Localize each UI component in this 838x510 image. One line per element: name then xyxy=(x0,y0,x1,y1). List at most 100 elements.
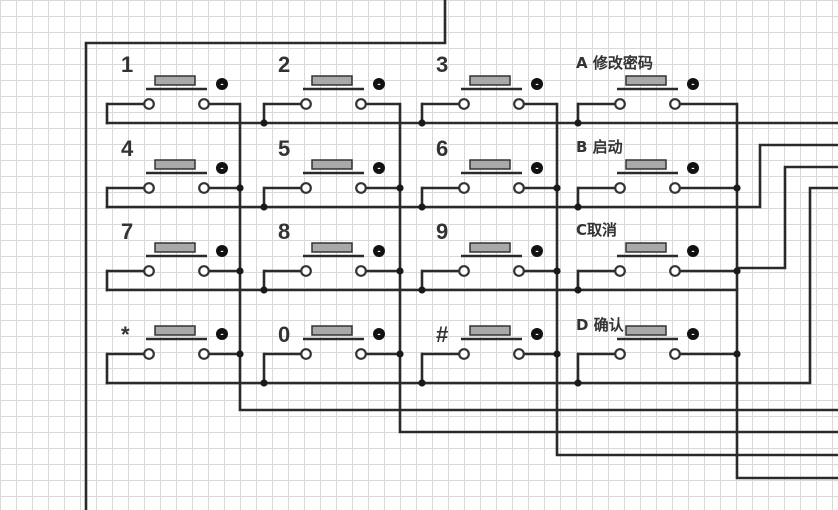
button-cap xyxy=(154,325,196,336)
pin-badge xyxy=(373,78,385,90)
pin-badge-mark: ⁃ xyxy=(691,80,695,89)
button-cap xyxy=(625,75,667,86)
contact-right xyxy=(513,265,525,277)
contact-left xyxy=(300,182,312,194)
pin-badge-mark: ⁃ xyxy=(377,80,381,89)
contact-left xyxy=(614,182,626,194)
contact-right xyxy=(669,265,681,277)
key-switch-5: ⁃5 xyxy=(264,136,400,194)
contact-left xyxy=(300,98,312,110)
pin-badge-mark: ⁃ xyxy=(377,247,381,256)
key-switch-1: ⁃2 xyxy=(264,52,400,110)
key-label: 8 xyxy=(278,219,290,244)
contact-right xyxy=(355,182,367,194)
button-cap xyxy=(469,159,511,170)
junction-dot xyxy=(236,184,244,192)
pin-badge-mark: ⁃ xyxy=(220,80,224,89)
pin-badge-mark: ⁃ xyxy=(535,330,539,339)
pin-badge-mark: ⁃ xyxy=(535,247,539,256)
contact-left xyxy=(143,98,155,110)
key-switch-15: ⁃D 确认 xyxy=(576,316,737,360)
button-cap xyxy=(469,242,511,253)
contact-right xyxy=(198,348,210,360)
button-cap xyxy=(625,325,667,336)
column-line-2 xyxy=(555,102,838,457)
key-switch-0: ⁃1 xyxy=(107,52,240,110)
junction-dot xyxy=(733,184,741,192)
key-label: A 修改密码 xyxy=(576,54,653,72)
contact-right xyxy=(198,98,210,110)
junction-dot xyxy=(260,379,268,387)
junction-dot xyxy=(733,350,741,358)
pin-badge xyxy=(216,162,228,174)
key-label: 4 xyxy=(121,136,134,161)
key-switch-12: ⁃* xyxy=(107,322,240,360)
contact-right xyxy=(669,182,681,194)
key-label: 9 xyxy=(436,219,448,244)
contact-left xyxy=(143,265,155,277)
key-switch-4: ⁃4 xyxy=(107,136,240,194)
pin-badge-mark: ⁃ xyxy=(220,164,224,173)
junction-dot xyxy=(396,350,404,358)
junction-dot xyxy=(260,203,268,211)
key-switch-14: ⁃# xyxy=(422,322,557,360)
pin-badge-mark: ⁃ xyxy=(377,164,381,173)
junction-dot xyxy=(418,119,426,127)
contact-right xyxy=(355,265,367,277)
junction-dot xyxy=(574,379,582,387)
contact-right xyxy=(669,348,681,360)
contact-right xyxy=(198,182,210,194)
key-label: 0 xyxy=(278,322,290,347)
pin-badge-mark: ⁃ xyxy=(691,164,695,173)
contact-left xyxy=(143,182,155,194)
key-switch-3: ⁃ A 修改密码 xyxy=(576,54,737,110)
pin-badge-mark: ⁃ xyxy=(535,80,539,89)
pin-badge xyxy=(531,78,543,90)
pin-badge xyxy=(531,328,543,340)
contact-right xyxy=(355,348,367,360)
button-cap xyxy=(311,75,353,86)
contact-left xyxy=(614,348,626,360)
contact-left xyxy=(458,348,470,360)
junction-dot xyxy=(418,203,426,211)
button-cap xyxy=(154,159,196,170)
junction-dot xyxy=(574,203,582,211)
pin-badge xyxy=(687,162,699,174)
button-cap xyxy=(311,242,353,253)
key-label: 2 xyxy=(278,52,290,77)
frame-wire xyxy=(84,0,447,510)
pin-badge xyxy=(373,245,385,257)
pin-badge-mark: ⁃ xyxy=(377,330,381,339)
row-exit-1 xyxy=(735,143,838,209)
junction-dot xyxy=(553,184,561,192)
junction-dot xyxy=(396,184,404,192)
junction-dot xyxy=(236,350,244,358)
pin-badge-mark: ⁃ xyxy=(691,330,695,339)
contact-left xyxy=(458,265,470,277)
junction-dot xyxy=(396,267,404,275)
column-line-0 xyxy=(238,102,838,412)
contact-left xyxy=(614,265,626,277)
junction-dot xyxy=(553,267,561,275)
button-cap xyxy=(625,242,667,253)
key-label: 3 xyxy=(436,52,448,77)
button-cap xyxy=(625,159,667,170)
junction-dot xyxy=(574,119,582,127)
junction-dot xyxy=(553,350,561,358)
junction-dot xyxy=(733,267,741,275)
key-label: * xyxy=(121,322,130,347)
contact-right xyxy=(669,98,681,110)
key-label: 7 xyxy=(121,219,133,244)
key-switch-11: ⁃C取消 xyxy=(576,221,737,277)
junction-dot xyxy=(418,286,426,294)
key-label: # xyxy=(436,322,448,347)
pin-badge xyxy=(531,162,543,174)
key-switch-7: ⁃B 启动 xyxy=(576,138,737,194)
pin-badge xyxy=(216,328,228,340)
junction-dot xyxy=(418,379,426,387)
pin-badge xyxy=(373,162,385,174)
pin-badge xyxy=(531,245,543,257)
pin-badge-mark: ⁃ xyxy=(691,247,695,256)
key-label: 6 xyxy=(436,136,448,161)
